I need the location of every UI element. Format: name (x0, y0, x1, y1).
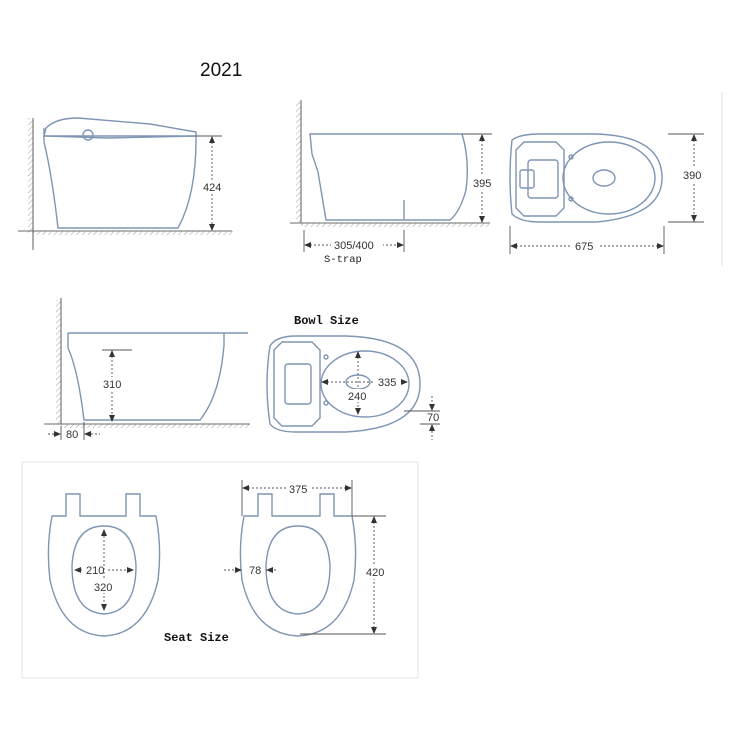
arrow-up (109, 350, 115, 357)
seat-inner-view: 210 320 Seat Size (47, 493, 229, 645)
bowl-rim (320, 350, 410, 418)
wall-hatch (56, 300, 61, 424)
dim-label-424: 424 (203, 182, 221, 194)
seat-inner-opening (71, 525, 137, 615)
dim-label-335: 335 (378, 377, 396, 389)
dim-label-320: 320 (94, 582, 112, 594)
arrow-left (74, 567, 81, 573)
bowl-top-view: Bowl Size 335 240 70 (266, 314, 440, 440)
tank-outline (273, 341, 321, 427)
arrow-right (397, 242, 404, 248)
arrow-down (109, 415, 115, 422)
toilet-body-outline (43, 128, 197, 229)
arrow-up (209, 136, 215, 143)
arrow-up (101, 529, 107, 536)
arrow-down (479, 216, 485, 223)
seat-outer-outline (47, 493, 161, 637)
dim-label-310: 310 (103, 379, 121, 391)
arrow-up (691, 134, 697, 141)
arrow-up (429, 424, 435, 431)
top-view: 390 675 (509, 92, 723, 266)
side-view-body: 395 305/400 S-trap (290, 100, 496, 266)
dim-label-395: 395 (473, 178, 491, 190)
arrow-left (304, 242, 311, 248)
diagram-title: 2021 (200, 60, 242, 81)
arrow-left (84, 431, 91, 437)
lid-outline (43, 117, 197, 137)
dim-label-390: 390 (683, 170, 701, 182)
arrow-right (54, 431, 61, 437)
dim-label-375: 375 (289, 484, 307, 496)
arrow-right (235, 567, 242, 573)
floor-hatch (61, 424, 249, 428)
arrow-left (242, 485, 249, 491)
arrow-left (321, 379, 328, 385)
seat-outline (562, 141, 656, 215)
bowl-top-outline (266, 335, 421, 433)
floor-hatch (301, 223, 489, 227)
dim-label-240: 240 (348, 391, 366, 403)
seat-outer-view: 375 420 78 (224, 480, 389, 637)
dim-label-210: 210 (86, 565, 104, 577)
arrow-down (429, 404, 435, 411)
hinge-icon (323, 400, 329, 406)
arrow-down (355, 408, 361, 415)
s-trap-label: S-trap (324, 254, 362, 266)
hinge-icon (323, 354, 329, 360)
seat-size-caption: Seat Size (164, 631, 229, 645)
arrow-right (401, 379, 408, 385)
dim-label-78: 78 (249, 565, 261, 577)
arrow-up (371, 516, 377, 523)
arrow-down (101, 604, 107, 611)
tank-panel (284, 363, 312, 405)
tank-button-icon (519, 169, 535, 189)
bowl-outline (67, 333, 225, 421)
hinge-icon (568, 196, 574, 202)
seat-panel-frame (21, 461, 419, 679)
dim-label-rough-in: 305/400 (334, 240, 374, 252)
arrow-right (657, 243, 664, 249)
toilet-body-outline (309, 133, 469, 221)
wall-hatch (296, 102, 301, 222)
dim-label-80: 80 (66, 429, 78, 441)
hinge-icon (568, 154, 574, 160)
arrow-down (371, 627, 377, 634)
bowl-size-caption: Bowl Size (294, 314, 359, 328)
top-outline (509, 133, 663, 223)
arrow-up (355, 351, 361, 358)
side-view-with-lid: 424 (18, 117, 233, 250)
arrow-down (691, 215, 697, 222)
bowl-section-view: 310 80 (44, 298, 250, 441)
arrow-left (266, 567, 273, 573)
tank-panel (527, 159, 559, 199)
tank-outline (515, 141, 565, 217)
arrow-left (510, 243, 517, 249)
arrow-right (127, 567, 134, 573)
dim-label-420: 420 (366, 567, 384, 579)
wall-hatch (28, 118, 33, 233)
dim-label-675: 675 (575, 241, 593, 253)
arrow-down (209, 224, 215, 231)
floor-hatch (33, 231, 233, 235)
bowl-opening (592, 169, 616, 187)
seat-inner-opening (265, 525, 331, 615)
dim-label-70: 70 (427, 412, 439, 424)
arrow-right (345, 485, 352, 491)
arrow-up (479, 134, 485, 141)
control-knob-icon (82, 129, 94, 141)
